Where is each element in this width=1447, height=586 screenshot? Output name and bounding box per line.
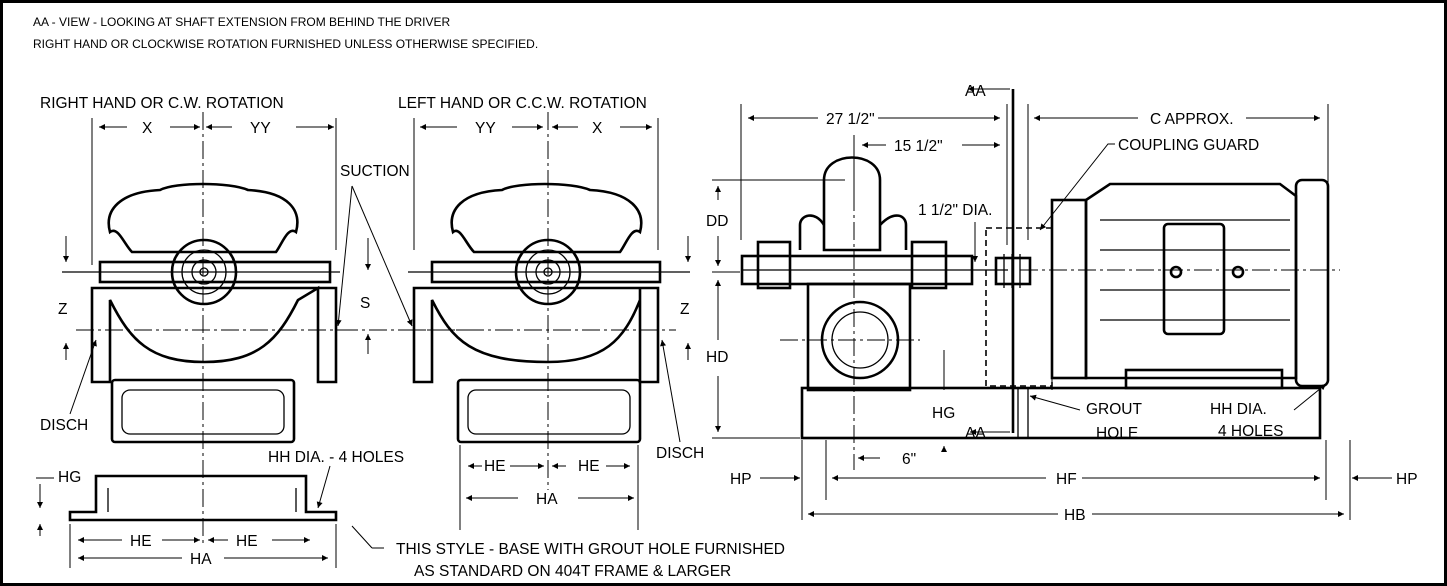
dim-hd: HD: [706, 349, 728, 366]
dim-ha: HA: [536, 491, 558, 508]
dim-27-half: 27 1/2": [826, 111, 875, 128]
dim-he-base-2: HE: [236, 533, 258, 550]
dim-hp-left: HP: [730, 471, 752, 488]
dim-s: S: [360, 295, 370, 312]
left-hand-title: LEFT HAND OR C.C.W. ROTATION: [398, 95, 647, 112]
disch-label-left: DISCH: [656, 445, 704, 462]
dim-6-inch: 6": [902, 451, 916, 468]
dim-dd: DD: [706, 213, 728, 230]
pump-casing-left: [450, 182, 643, 254]
dim-15-half: 15 1/2": [894, 138, 943, 155]
hh-dia-label: HH DIA.: [1210, 401, 1267, 418]
dim-he-base-1: HE: [130, 533, 152, 550]
four-holes-label: 4 HOLES: [1218, 423, 1283, 440]
section-aa-bottom: AA: [965, 425, 986, 442]
dim-hg-side: HG: [932, 405, 955, 422]
side-elevation-view: AA AA 27 1/2" 15 1/2" C APPROX. COUPLING…: [706, 83, 1418, 524]
dim-hp-right: HP: [1396, 471, 1418, 488]
grout-hole-1: GROUT: [1086, 401, 1143, 418]
left-hand-end-view: LEFT HAND OR C.C.W. ROTATION YY X Z DISC…: [398, 95, 704, 530]
hh-dia-4-holes-label: HH DIA. - 4 HOLES: [268, 449, 404, 466]
dim-ha-base: HA: [190, 551, 212, 568]
dim-he-1: HE: [484, 458, 506, 475]
dim-yy-left: YY: [475, 120, 496, 137]
dim-c-approx: C APPROX.: [1150, 111, 1234, 128]
section-aa-top: AA: [965, 83, 986, 100]
dim-z-right: Z: [58, 301, 67, 318]
disch-label-right: DISCH: [40, 417, 88, 434]
base-note-1: THIS STYLE - BASE WITH GROUT HOLE FURNIS…: [396, 541, 785, 558]
suction-label: SUCTION: [340, 163, 410, 180]
base-note-2: AS STANDARD ON 404T FRAME & LARGER: [414, 563, 731, 580]
dim-x-right: X: [142, 120, 153, 137]
grout-base-detail: HG HH DIA. - 4 HOLES HE HE HA THIS STYLE…: [36, 449, 785, 580]
pump-casing-right: [107, 182, 299, 254]
right-hand-title: RIGHT HAND OR C.W. ROTATION: [40, 95, 284, 112]
dim-z-left: Z: [680, 301, 689, 318]
dim-x-left: X: [592, 120, 603, 137]
dim-hb: HB: [1064, 507, 1086, 524]
header-note-2: RIGHT HAND OR CLOCKWISE ROTATION FURNISH…: [33, 37, 538, 51]
coupling-guard-label: COUPLING GUARD: [1118, 137, 1259, 154]
dim-hg-base: HG: [58, 469, 81, 486]
dim-hf: HF: [1056, 471, 1077, 488]
right-hand-end-view: RIGHT HAND OR C.W. ROTATION X YY Z DISCH: [40, 95, 340, 545]
shaft-dia-label: 1 1/2" DIA.: [918, 202, 992, 219]
dim-yy-right: YY: [250, 120, 271, 137]
dim-he-2: HE: [578, 458, 600, 475]
header-note-1: AA - VIEW - LOOKING AT SHAFT EXTENSION F…: [33, 15, 451, 29]
grout-hole-2: HOLE: [1096, 425, 1138, 442]
